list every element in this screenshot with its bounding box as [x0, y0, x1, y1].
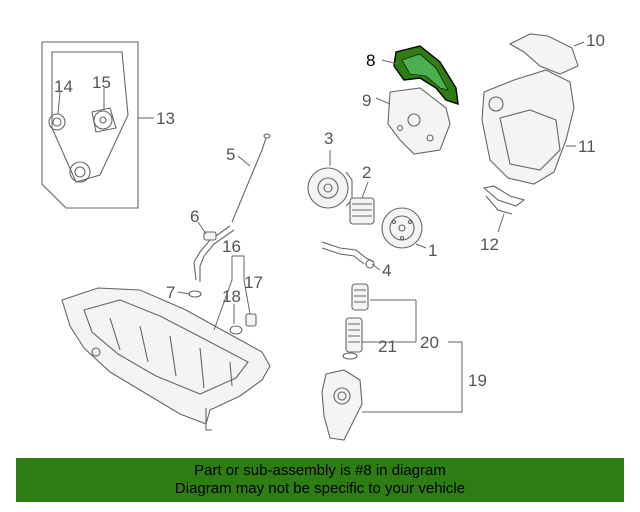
part-11-large-cover	[481, 69, 575, 185]
part-17-18-drain-plug	[229, 313, 257, 335]
part-5-dipstick	[231, 133, 271, 223]
part-3-pulley	[307, 167, 353, 209]
callout-17: 17	[244, 273, 263, 292]
callout-9: 9	[362, 91, 371, 110]
part-2-gear	[349, 197, 375, 225]
callout-20: 20	[420, 333, 439, 352]
part-6-dipstick-tube	[193, 225, 235, 282]
callout-4: 4	[382, 261, 391, 280]
callout-11: 11	[578, 137, 596, 156]
callout-13: 13	[156, 109, 175, 128]
callout-10: 10	[586, 31, 605, 50]
leader-lines	[57, 41, 585, 413]
callout-3: 3	[324, 129, 333, 148]
callout-19: 19	[468, 371, 487, 390]
callout-12: 12	[480, 235, 499, 254]
part-4-pickup-tube	[321, 241, 375, 269]
callout-labels: 1 2 3 4 5 6 7 8 9 10 11 12 13 14 15 16 1…	[54, 31, 605, 390]
banner-line-1: Part or sub-assembly is #8 in diagram	[194, 462, 446, 479]
banner-line-2: Diagram may not be specific to your vehi…	[174, 480, 466, 497]
info-banner: Part or sub-assembly is #8 in diagram Di…	[16, 458, 624, 502]
callout-16: 16	[222, 237, 241, 256]
part-12-bracket	[482, 185, 526, 215]
callout-14: 14	[54, 77, 73, 96]
part-8-gasket[interactable]	[393, 45, 459, 106]
callout-6: 6	[190, 207, 199, 226]
callout-7: 7	[166, 283, 175, 302]
callout-18: 18	[222, 287, 241, 306]
callout-1: 1	[428, 241, 437, 260]
callout-5: 5	[226, 145, 235, 164]
part-1-crank-pulley	[381, 207, 423, 249]
part-10-upper-cover	[508, 33, 579, 75]
callout-8: 8	[366, 51, 375, 70]
callout-2: 2	[362, 163, 371, 182]
callout-21: 21	[378, 337, 397, 356]
part-7-o-ring	[188, 290, 202, 298]
oil-filter-assembly	[321, 283, 369, 441]
timing-belt-inset	[41, 41, 139, 209]
part-9-cover	[387, 87, 451, 155]
callout-15: 15	[92, 73, 111, 92]
oil-pan	[61, 287, 271, 431]
